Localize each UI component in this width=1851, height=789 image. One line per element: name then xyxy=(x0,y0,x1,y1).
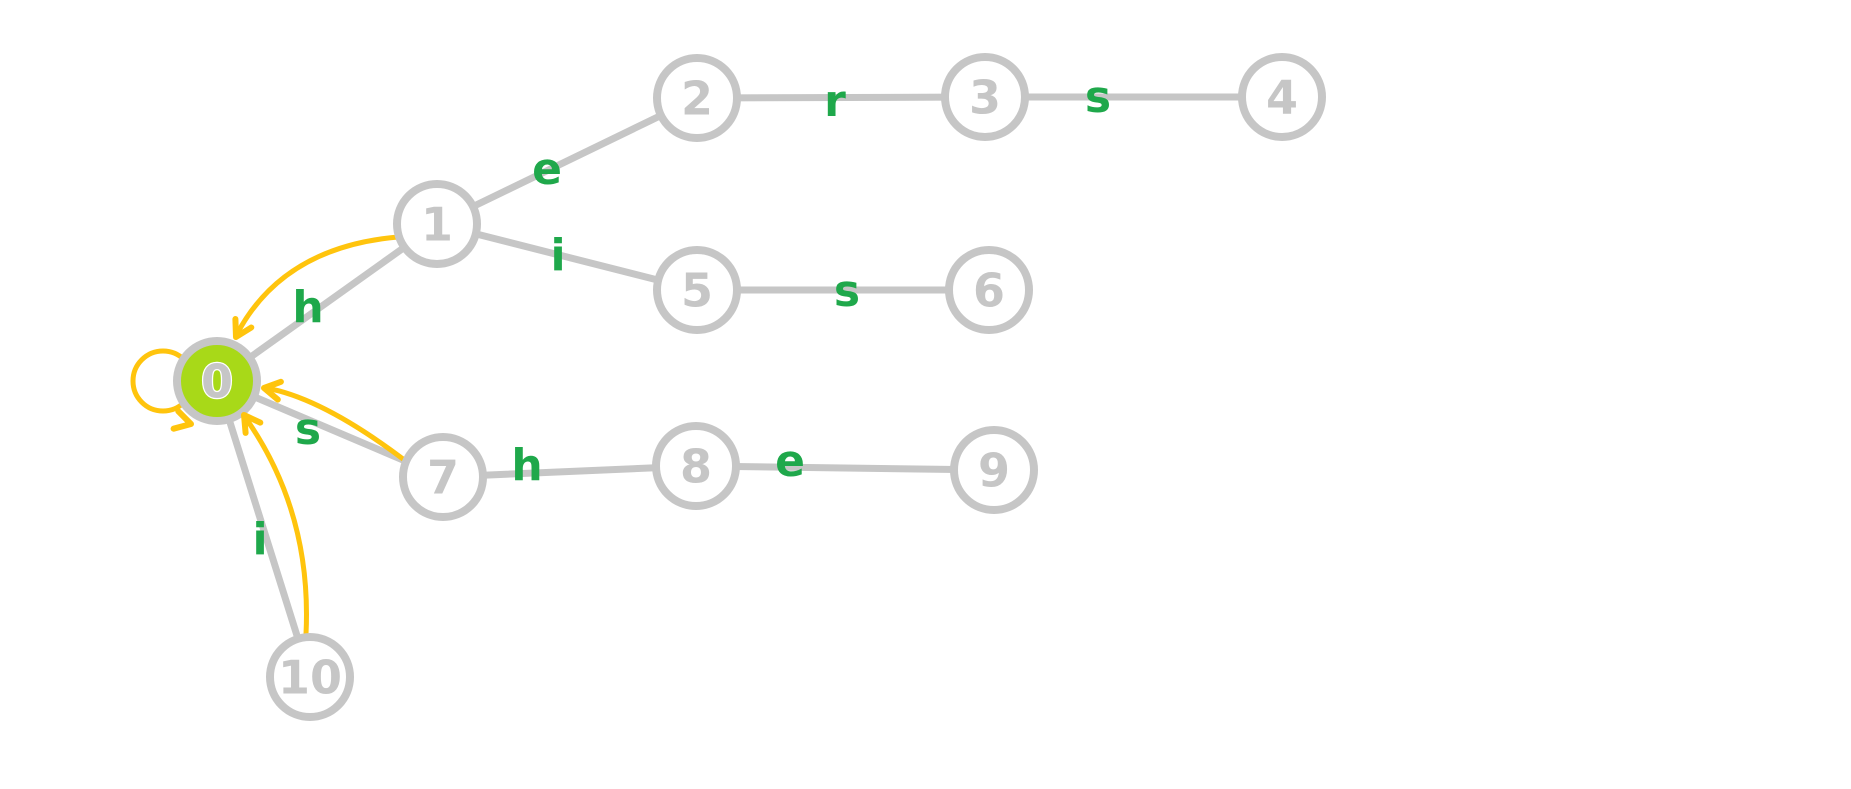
edge-label-7-8: h xyxy=(511,440,542,491)
node-circle-6 xyxy=(945,246,1033,334)
node-label-10: 10 xyxy=(278,651,342,705)
edge-label-3-4: s xyxy=(1085,72,1111,123)
edge-1-5 xyxy=(433,220,701,294)
node-circle-3 xyxy=(941,53,1029,141)
node-label-1: 1 xyxy=(421,198,453,252)
edge-label-1-5: i xyxy=(550,230,565,281)
arrowhead-10-0 xyxy=(241,412,264,436)
node-circle-8 xyxy=(652,422,740,510)
node-label-0: 0 xyxy=(201,355,233,409)
edge-label-2-3: r xyxy=(824,76,846,127)
edge-label-5-6: s xyxy=(834,266,860,317)
node-circle-9 xyxy=(950,426,1038,514)
node-label-4: 4 xyxy=(1266,71,1298,125)
node-label-5: 5 xyxy=(681,264,713,318)
node-label-3: 3 xyxy=(969,71,1001,125)
edge-8-9 xyxy=(692,462,998,474)
node-circle-1 xyxy=(393,180,481,268)
edge-label-0-7: s xyxy=(295,404,321,455)
arrowhead-1-0 xyxy=(232,316,255,340)
failure-link-10-0 xyxy=(242,414,309,637)
node-circle-10 xyxy=(266,633,354,721)
node-circle-0 xyxy=(173,337,261,425)
edge-label-8-9: e xyxy=(775,436,805,487)
node-label-8: 8 xyxy=(680,440,712,494)
edge-0-1 xyxy=(213,220,441,385)
node-circle-7 xyxy=(399,433,487,521)
arrowhead-7-0 xyxy=(261,378,284,403)
edge-2-3 xyxy=(693,93,989,102)
edge-label-1-2: e xyxy=(532,144,562,195)
node-label-9: 9 xyxy=(978,444,1010,498)
node-label-6: 6 xyxy=(973,264,1005,318)
edge-label-0-10: i xyxy=(252,514,267,565)
edge-label-0-1: h xyxy=(292,282,323,333)
node-label-2: 2 xyxy=(681,72,713,126)
arrowhead-0-0 xyxy=(170,408,194,432)
node-circle-2 xyxy=(653,54,741,142)
failure-link-7-0 xyxy=(263,385,406,462)
node-circle-4 xyxy=(1238,53,1326,141)
edge-1-2 xyxy=(433,94,701,228)
edge-0-10 xyxy=(213,377,314,681)
node-label-7: 7 xyxy=(427,451,459,505)
node-circle-5 xyxy=(653,246,741,334)
failure-link-1-0 xyxy=(234,234,401,337)
